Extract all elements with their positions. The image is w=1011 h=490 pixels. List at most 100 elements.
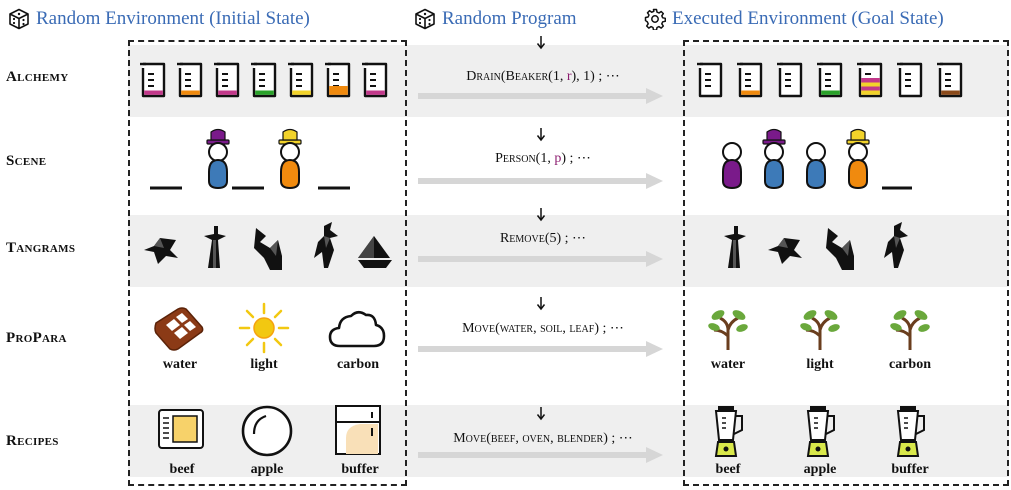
beaker-icon	[249, 62, 277, 98]
dice-icon	[415, 8, 435, 30]
person-icon	[762, 128, 786, 190]
program-text: Drain(Beaker(1,	[466, 69, 567, 84]
propara-goal-label: carbon	[889, 357, 931, 372]
row-label-scene: Scene	[6, 153, 47, 169]
transition-arrow	[418, 88, 663, 104]
program-text: Person(1,	[495, 151, 555, 166]
fridge-icon	[335, 405, 381, 455]
recipes-initial-label: apple	[250, 462, 284, 477]
header-program-label: Random Program	[442, 8, 577, 29]
tangram-icon	[144, 238, 178, 264]
beaker-icon	[360, 62, 388, 98]
tangram-icon	[826, 228, 854, 270]
program-variable: r	[566, 69, 572, 84]
recipes-goal-label: buffer	[891, 462, 929, 477]
alchemy-goal-beakers	[696, 62, 963, 98]
beaker-icon	[815, 62, 843, 98]
program-text: Move(water, soil, leaf) ; ⋯	[462, 321, 624, 336]
initial-state-box	[128, 40, 407, 486]
tangram-icon	[314, 222, 338, 268]
header-goal-label: Executed Environment (Goal State)	[672, 8, 944, 29]
header-initial-label: Random Environment (Initial State)	[36, 8, 310, 29]
propara-goal-label: water	[710, 357, 746, 372]
tick-arrow	[536, 297, 546, 311]
beaker-icon	[855, 62, 883, 98]
dice-icon	[9, 8, 29, 30]
transition-arrow	[418, 173, 663, 189]
program-text: Remove(5) ; ⋯	[499, 231, 587, 246]
transition-arrow	[418, 341, 663, 357]
blender-icon	[714, 406, 743, 457]
beaker-icon	[735, 62, 763, 98]
tangram-icon	[358, 236, 392, 268]
microwave-icon	[158, 409, 204, 449]
person-icon	[806, 142, 826, 190]
beaker-icon	[696, 62, 723, 98]
recipes-goal-label: beef	[715, 462, 741, 477]
plant-icon	[800, 310, 840, 350]
row-label-recipes: Recipes	[6, 433, 59, 449]
tick-arrow	[536, 36, 546, 50]
tangram-icon	[204, 226, 226, 268]
program-tangrams: Remove(5) ; ⋯	[418, 230, 668, 247]
propara-initial-label: light	[250, 357, 278, 372]
alchemy-initial-beakers	[140, 62, 388, 98]
tick-arrow	[536, 407, 546, 421]
tangrams-initial	[144, 222, 392, 270]
program-text: Move(beef, oven, blender) ; ⋯	[453, 431, 633, 446]
transition-arrow	[418, 251, 663, 267]
row-label-propara: ProPara	[6, 330, 67, 346]
program-scene: Person(1, p) ; ⋯	[418, 150, 668, 167]
sun-icon	[238, 302, 290, 354]
beaker-icon	[895, 62, 923, 98]
beaker-icon	[286, 62, 314, 98]
person-icon	[278, 128, 302, 190]
program-variable: p	[554, 151, 562, 166]
tick-arrow	[536, 208, 546, 222]
beaker-icon	[212, 62, 240, 98]
scene-initial	[150, 128, 350, 190]
beaker-icon	[935, 62, 963, 98]
blender-icon	[896, 406, 925, 457]
row-label-alchemy: Alchemy	[6, 69, 69, 85]
tangram-icon	[768, 238, 802, 264]
beaker-icon	[775, 62, 803, 98]
person-icon	[846, 128, 870, 190]
tangram-icon	[884, 222, 908, 268]
plant-icon	[708, 310, 748, 350]
transition-arrow	[418, 447, 663, 463]
propara-initial-label: carbon	[337, 357, 379, 372]
program-propara: Move(water, soil, leaf) ; ⋯	[418, 320, 668, 337]
row-label-tangrams: Tangrams	[6, 240, 76, 256]
plant-icon	[890, 310, 930, 350]
header-initial: Random Environment (Initial State)	[8, 5, 310, 33]
recipes-initial-label: buffer	[341, 462, 379, 477]
blender-icon	[806, 406, 835, 457]
plate-icon	[241, 405, 293, 457]
person-icon	[722, 142, 742, 190]
cloud-icon	[328, 310, 386, 348]
tangram-icon	[254, 228, 282, 270]
water-tray-icon	[154, 307, 204, 351]
program-recipes: Move(beef, oven, blender) ; ⋯	[418, 430, 668, 447]
recipes-initial-label: beef	[169, 462, 195, 477]
header-program: Random Program	[414, 5, 577, 33]
tick-arrow	[536, 128, 546, 142]
beaker-icon	[175, 62, 203, 98]
gear-icon	[644, 8, 666, 30]
tangram-icon	[724, 226, 746, 268]
header-goal: Executed Environment (Goal State)	[644, 5, 944, 33]
beaker-icon	[323, 62, 351, 98]
program-text: ) ; ⋯	[561, 151, 591, 166]
propara-goal-label: light	[806, 357, 834, 372]
person-icon	[206, 128, 230, 190]
program-text: ), 1) ; ⋯	[571, 69, 620, 84]
scene-goal	[722, 128, 912, 190]
beaker-icon	[140, 62, 166, 98]
recipes-goal-label: apple	[803, 462, 837, 477]
propara-initial-label: water	[162, 357, 198, 372]
goal-state-box	[683, 40, 1009, 486]
program-alchemy: Drain(Beaker(1, r), 1) ; ⋯	[418, 68, 668, 85]
tangrams-goal	[724, 222, 908, 270]
